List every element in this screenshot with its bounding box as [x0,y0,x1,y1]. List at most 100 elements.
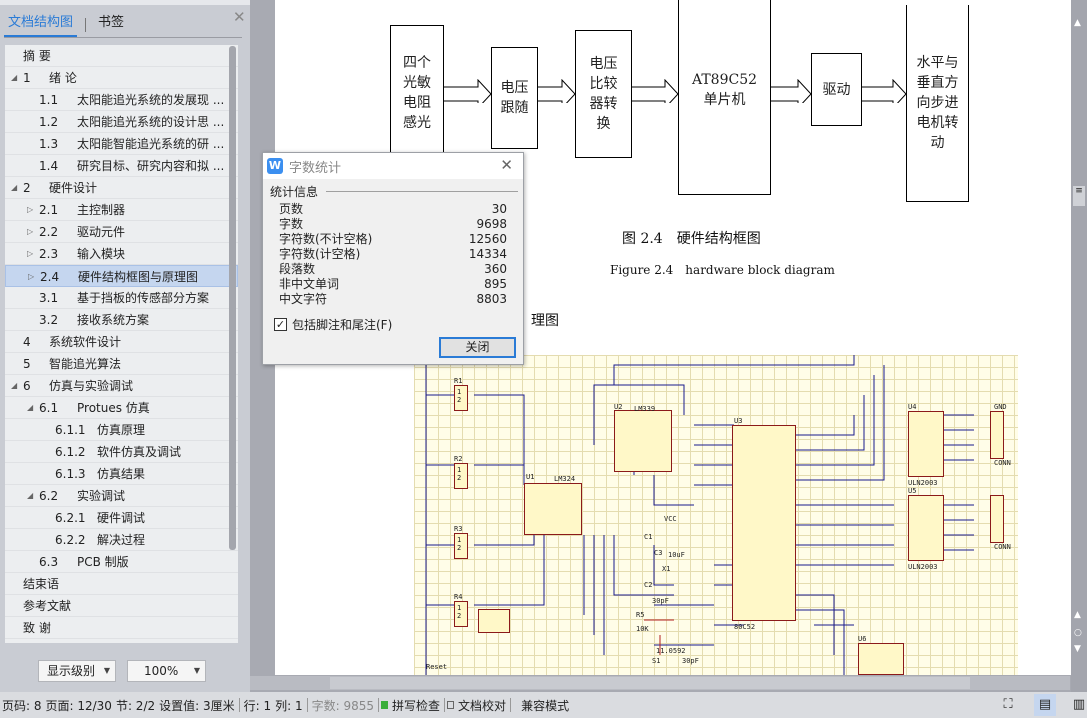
collapse-arrow-icon[interactable]: ◢ [27,491,34,500]
dialog-title: 字数统计 [289,160,342,176]
stat-value: 895 [484,277,507,291]
outline-label: 智能追光算法 [49,357,122,371]
tab-bookmarks[interactable]: 书签 [98,15,125,30]
block-line: 电机转 [916,115,959,131]
collapse-arrow-icon[interactable]: ◢ [11,381,18,390]
stat-label: 非中文单词 [279,277,340,291]
scroll-up-icon[interactable]: ▲ [1074,18,1081,28]
web-view-icon[interactable]: ▥ [1072,697,1086,712]
expand-arrow-icon[interactable]: ▷ [27,205,34,214]
stat-label: 字数 [279,217,304,231]
status-bar: 页码: 8 页面: 12/30 节: 2/2 设置值: 3厘米 行: 1 列: … [0,692,1087,718]
close-icon[interactable]: ✕ [500,156,513,174]
outline-item[interactable]: 参考文献 [5,595,238,617]
zoom-select[interactable]: 100%▼ [127,660,206,682]
expand-arrow-icon[interactable]: ▷ [27,249,34,258]
outline-number: 1.3 [39,137,59,151]
outline-number: 6.2.2 [55,533,86,547]
pane-top-strip [0,0,250,5]
outline-label: 硬件设计 [49,181,98,195]
outline-item[interactable]: 结束语 [5,573,238,595]
schematic-label: 10uF [668,551,685,559]
block-comparator: 电压比较器转换 [575,30,632,158]
collapse-arrow-icon[interactable]: ◢ [27,403,34,412]
outline-scrollbar[interactable] [229,46,236,550]
divider [444,698,446,712]
next-page-icon[interactable]: ▼ [1074,644,1081,654]
close-pane-icon[interactable]: ✕ [233,8,246,26]
outline-number: 6.1.1 [55,423,86,437]
outline-number: 5 [23,357,31,371]
outline-number: 6.1.2 [55,445,86,459]
connector-1 [990,411,1004,459]
tab-document-map[interactable]: 文档结构图 [4,12,78,37]
dialog-titlebar: W 字数统计 ✕ [263,153,523,179]
arrow-icon [538,79,576,103]
pane-tabs: 文档结构图 书签 [4,12,242,38]
page-view-icon[interactable]: ▤ [1034,694,1056,716]
status-page[interactable]: 页面: 12/30 [45,698,112,713]
scroll-thumb[interactable]: ≡ [1073,186,1085,206]
block-stepper-motors: 水平与垂直方向步进电机转动 [906,5,969,202]
outline-number: 1 [23,71,31,85]
schematic-label: X1 [662,565,671,573]
outline-label: 参考文献 [23,599,72,613]
include-footnotes-checkbox[interactable]: ✓ 包括脚注和尾注(F) [274,316,392,333]
outline-item[interactable]: 5 智能追光算法 [5,353,238,375]
section-heading-partial: 理图 [531,313,559,329]
outline-item[interactable]: 摘 要 [5,45,238,67]
outline-label: 驱动元件 [77,225,126,239]
spell-check-button[interactable]: 拼写检查 [392,698,441,713]
expand-arrow-icon[interactable]: ▷ [27,227,34,236]
horizontal-scroll-thumb[interactable] [330,677,970,689]
horizontal-scrollbar[interactable] [250,676,1070,690]
collapse-arrow-icon[interactable]: ◢ [11,183,18,192]
level-select[interactable]: 显示级别▼ [38,660,116,682]
fullscreen-icon[interactable]: ⛶ [1003,697,1013,712]
status-word-count[interactable]: 字数: 9855 [311,698,375,713]
prev-page-icon[interactable]: ▲ [1074,610,1081,620]
outline-number: 6.1.3 [55,467,86,481]
close-button[interactable]: 关闭 [439,337,516,358]
expand-arrow-icon[interactable]: ▷ [28,272,35,281]
schematic-label: ULN2003 [908,479,938,487]
proofread-button[interactable]: 文档校对 [458,698,507,713]
chevron-down-icon: ▼ [193,666,200,675]
block-line: 器转 [589,96,618,112]
collapse-arrow-icon[interactable]: ◢ [11,73,18,82]
arrow-icon [632,79,679,103]
stat-value: 30 [491,202,507,216]
stat-label: 中文字符 [279,292,328,306]
stat-value: 9698 [476,217,507,231]
figure-caption-cn: 图 2.4 硬件结构框图 [622,231,761,247]
outline-item[interactable]: 致 谢 [5,617,238,639]
vertical-scrollbar[interactable]: ▲ ≡ ▲ ○ ▼ [1071,0,1087,692]
checkbox-icon[interactable]: ✓ [274,318,287,331]
browse-object-icon[interactable]: ○ [1074,628,1082,638]
